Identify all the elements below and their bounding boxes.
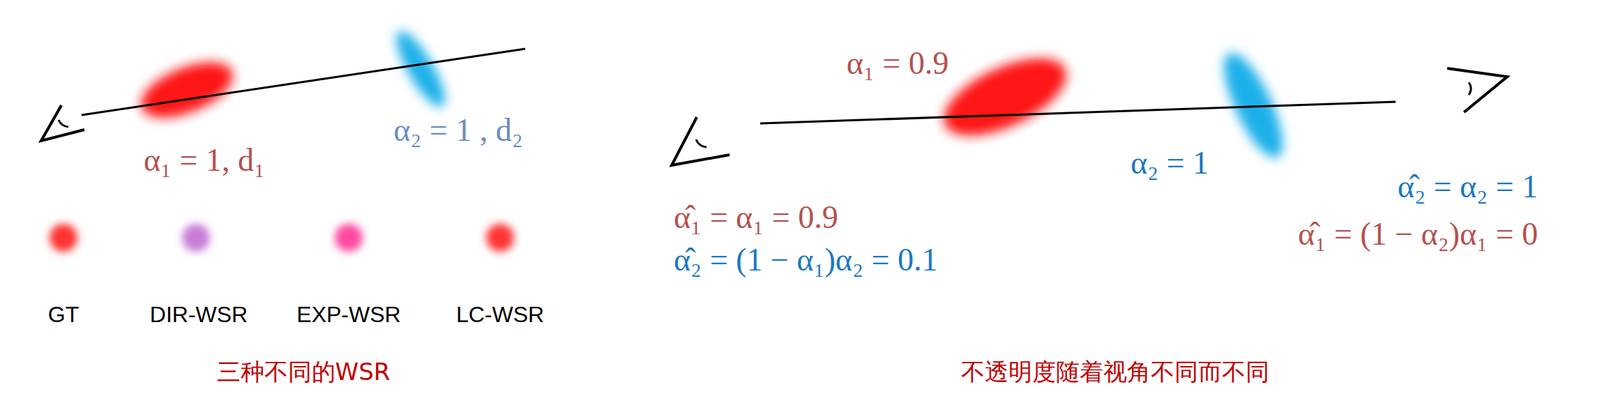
blue-gaussian: [387, 25, 453, 113]
method-label: GT: [48, 302, 79, 328]
method-label: LC-WSR: [456, 302, 545, 328]
eye-pupil: [58, 119, 69, 127]
opacity-label: α₂ = 1 , d₂: [393, 112, 524, 150]
opacity-label: α₁ = 0.9: [846, 45, 950, 83]
red-gaussian: [133, 50, 241, 130]
method-label: DIR-WSR: [149, 302, 248, 328]
eye-symbol: [1447, 68, 1508, 113]
view-ray: [81, 48, 526, 116]
method-label: EXP-WSR: [296, 302, 401, 328]
formula-label: α̂₁ = (1 − α₂)α₁ = 0: [1297, 216, 1538, 254]
formula-label: α̂₁ = α₁ = 0.9: [673, 199, 839, 237]
eye-symbol: [671, 117, 730, 166]
opacity-label: α₁ = 1, d₁: [143, 142, 266, 180]
opacity-label: α₂ = 1: [1130, 145, 1209, 183]
eye-symbol: [41, 105, 85, 141]
red-gaussian: [932, 42, 1078, 152]
formula-label: α̂₂ = α₂ = 1: [1397, 168, 1538, 206]
eye-pupil: [1468, 82, 1471, 95]
formula-label: α̂₂ = (1 − α₁)α₂ = 0.1: [673, 242, 938, 279]
color-dot: [182, 223, 210, 252]
color-dot: [49, 223, 78, 252]
panel-caption: 不透明度随着视角不同而不同: [961, 358, 1270, 386]
color-dot: [486, 223, 515, 252]
eye-pupil: [696, 139, 707, 148]
view-ray: [760, 101, 1396, 124]
color-dot: [334, 223, 363, 252]
panel-caption: 三种不同的WSR: [216, 358, 391, 386]
